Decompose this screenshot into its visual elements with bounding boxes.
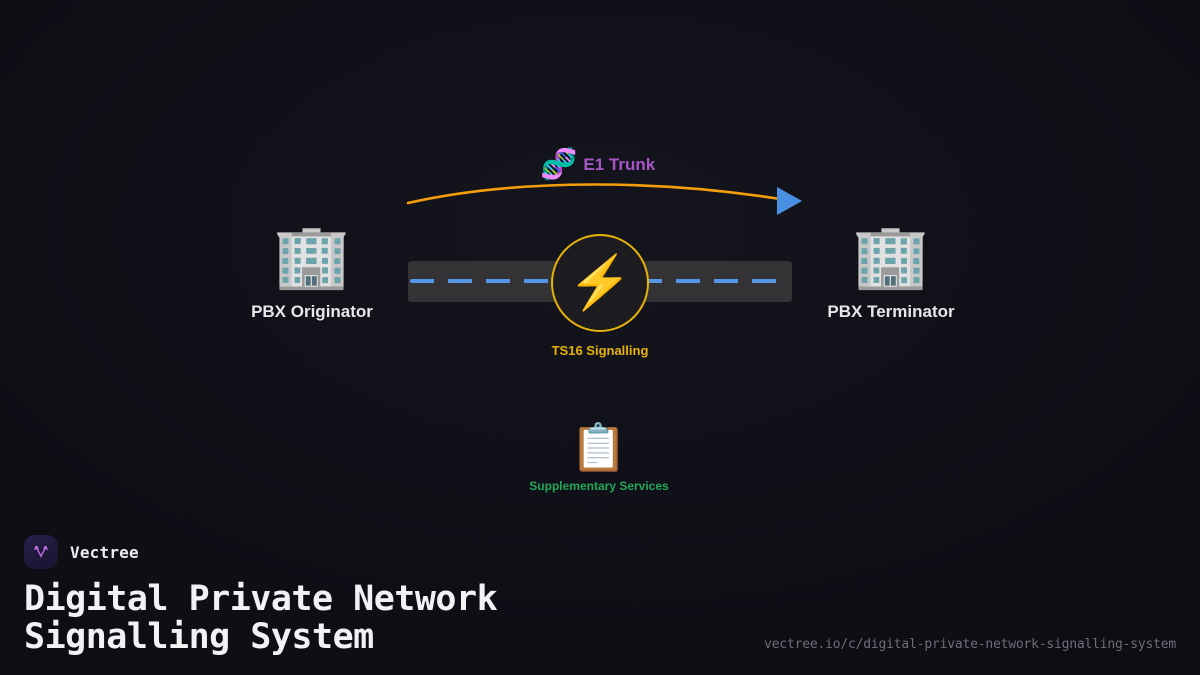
node-pbx-originator-label: PBX Originator — [251, 302, 373, 321]
e1-trunk-label-group: 🧬 E1 Trunk — [540, 150, 655, 180]
clipboard-icon: 📋 — [570, 421, 628, 473]
vectree-logo-icon — [24, 535, 58, 570]
node-pbx-terminator[interactable]: 🏢 PBX Terminator — [827, 226, 954, 322]
node-pbx-terminator-label: PBX Terminator — [827, 302, 955, 321]
e1-trunk-label: E1 Trunk — [583, 155, 656, 174]
logo-node-left — [35, 546, 38, 549]
node-ts16-signalling-label: TS16 Signalling — [551, 343, 649, 358]
page-title: Digital Private Network Signalling Syste… — [24, 579, 498, 658]
dna-icon: 🧬 — [540, 148, 578, 181]
node-supplementary-services-label: Supplementary Services — [529, 479, 669, 493]
site-url: vectree.io/c/digital-private-network-sig… — [764, 637, 1176, 652]
lightning-bolt-icon: ⚡ — [567, 254, 633, 312]
node-supplementary-services[interactable]: 📋 Supplementary Services — [529, 424, 668, 493]
node-ts16-signalling[interactable]: ⚡ — [551, 234, 649, 332]
brand-name: Vectree — [70, 542, 139, 562]
e1-trunk-curve — [406, 183, 782, 205]
logo-node-right — [44, 546, 47, 549]
e1-trunk-arrowhead — [777, 187, 802, 215]
office-building-icon: 🏢 — [273, 222, 351, 291]
vectree-logo-glyph — [34, 546, 48, 559]
office-building-icon: 🏢 — [852, 222, 930, 291]
footer: Vectree Digital Private Network Signalli… — [0, 535, 1200, 675]
brand: Vectree — [24, 535, 1176, 570]
node-pbx-originator[interactable]: 🏢 PBX Originator — [251, 226, 373, 322]
